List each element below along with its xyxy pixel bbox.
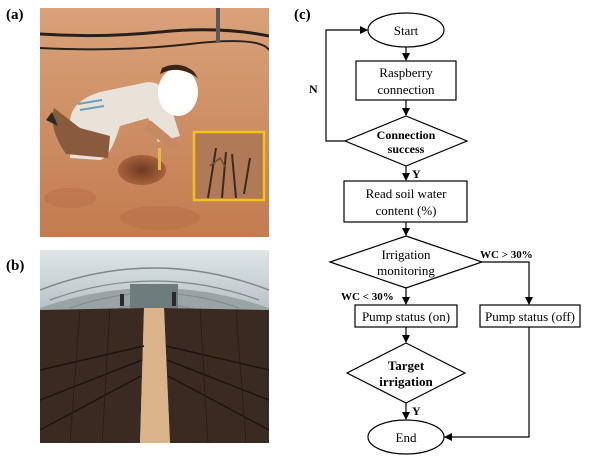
connection-label-1: Connection xyxy=(377,128,436,142)
raspberry-label-1: Raspberry xyxy=(379,65,433,80)
pump-off-label: Pump status (off) xyxy=(485,309,575,324)
panel-label-b: (b) xyxy=(6,258,25,274)
yes-label-1: Y xyxy=(412,167,421,181)
wc-high-label: WC > 30% xyxy=(480,249,533,261)
target-label-2: irrigation xyxy=(379,374,433,389)
irrigation-label-2: monitoring xyxy=(377,263,435,278)
raspberry-connection-box xyxy=(355,60,457,101)
photo-greenhouse xyxy=(40,250,269,443)
arrow-pump-off-to-end xyxy=(444,327,530,441)
target-label-1: Target xyxy=(388,358,425,373)
irrigation-label-1: Irrigation xyxy=(381,247,431,262)
photo-sensor-installation xyxy=(40,8,269,237)
arrow-no-loop xyxy=(325,26,368,142)
target-irrigation-diamond xyxy=(345,342,467,404)
no-label: N xyxy=(309,82,318,96)
arrow-monitoring-to-pump-off xyxy=(482,261,533,305)
yes-label-2: Y xyxy=(412,404,421,418)
pump-on-label: Pump status (on) xyxy=(362,309,450,324)
panel-label-c: (c) xyxy=(294,7,311,23)
read-label-2: content (%) xyxy=(375,203,436,218)
connection-label-2: success xyxy=(388,142,425,156)
read-label-1: Read soil water xyxy=(366,186,448,201)
wc-low-label: WC < 30% xyxy=(341,291,394,303)
start-label: Start xyxy=(394,23,419,38)
panel-label-a: (a) xyxy=(6,7,24,23)
pump-off-box xyxy=(479,304,581,328)
end-label: End xyxy=(396,430,417,445)
raspberry-label-2: connection xyxy=(377,82,435,97)
read-soil-box xyxy=(343,180,468,223)
irrigation-monitoring-diamond xyxy=(328,235,484,289)
